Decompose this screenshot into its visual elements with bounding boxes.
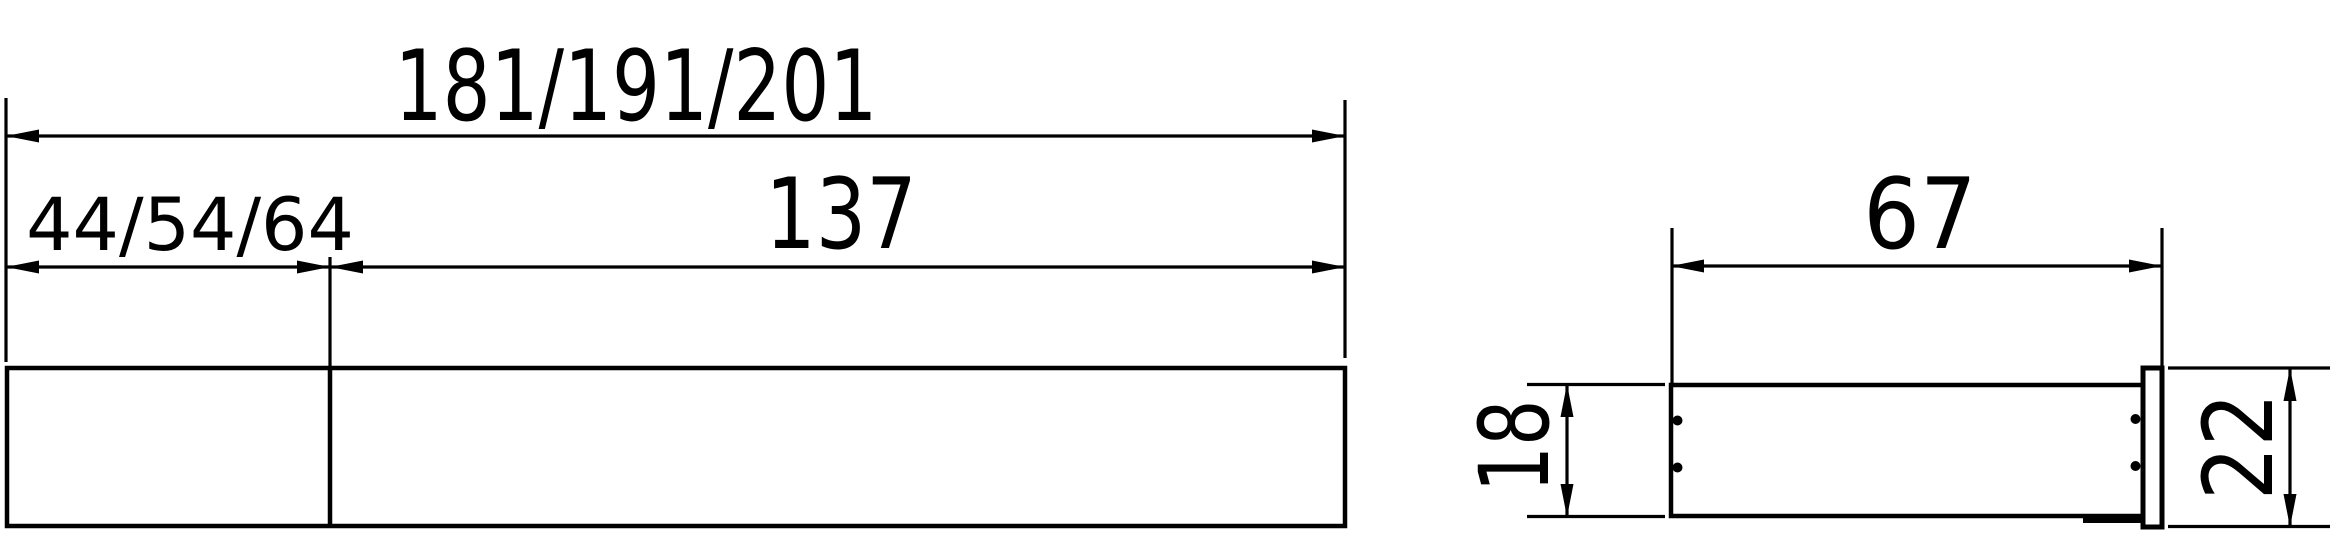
arrowhead-left-icon — [1671, 259, 1704, 273]
arrowhead-up-icon — [1560, 384, 1574, 417]
side-view: 67 18 22 — [1460, 158, 2330, 530]
fastener-dot-icon — [2130, 461, 2141, 471]
fastener-dot-icon — [1672, 462, 1683, 473]
dim-label-total-length: 181/191/201 — [395, 29, 878, 143]
front-view: 181/191/201 44/54/64 137 — [4, 29, 1348, 529]
dim-label-right-segment: 137 — [765, 158, 916, 272]
arrowhead-right-icon — [2129, 259, 2162, 273]
arrowhead-left-icon — [6, 129, 39, 143]
arrowhead-down-icon — [2283, 494, 2297, 527]
arrowhead-right-icon — [1312, 260, 1345, 274]
side-view-body-outline — [1668, 382, 2146, 519]
arrowhead-left-icon — [330, 260, 363, 274]
side-view-end-plate — [2140, 365, 2165, 530]
fastener-dot-icon — [1672, 415, 1683, 426]
arrowhead-right-icon — [297, 260, 330, 274]
fastener-dot-icon — [2130, 414, 2141, 424]
arrowhead-down-icon — [1560, 484, 1574, 517]
dim-label-body-height: 18 — [1460, 400, 1571, 493]
arrowhead-up-icon — [2283, 368, 2297, 401]
dim-label-depth: 67 — [1863, 158, 1976, 272]
dim-label-overall-height: 22 — [2184, 393, 2295, 500]
dim-label-left-segment: 44/54/64 — [26, 183, 354, 268]
arrowhead-right-icon — [1312, 129, 1345, 143]
arrowhead-left-icon — [6, 260, 39, 274]
front-view-outline — [4, 365, 1348, 529]
